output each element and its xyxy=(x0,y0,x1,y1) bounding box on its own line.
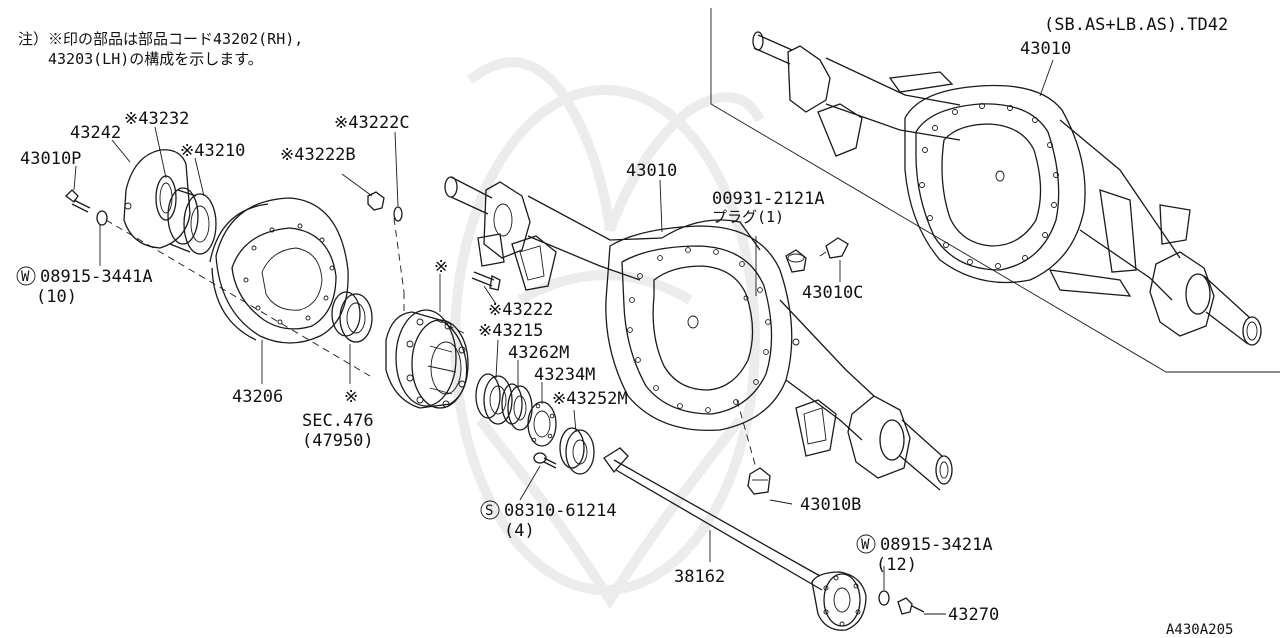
label-43010: 43010 xyxy=(626,161,677,181)
hub-bolt-43222 xyxy=(471,271,501,291)
label-38162: 38162 xyxy=(674,567,725,587)
washer-08915-3441A xyxy=(96,210,108,226)
label-qty-10: (10) xyxy=(36,287,77,307)
bolt-43270 xyxy=(897,597,925,615)
label-43010B: 43010B xyxy=(800,495,861,515)
washer-symbol-w2: W xyxy=(861,537,870,553)
label-47950: (47950) xyxy=(302,431,374,451)
axle-housing xyxy=(444,176,953,491)
label-43206: 43206 xyxy=(232,387,283,407)
label-43270: 43270 xyxy=(948,605,999,625)
label-43010C: 43010C xyxy=(802,283,863,303)
label-08310-61214-group: S 08310-61214 (4) xyxy=(480,500,617,541)
note-line-2: 43203(LH)の構成を示します。 xyxy=(48,50,263,68)
note-line-1: 注）※印の部品は部品コード43202(RH), xyxy=(18,30,303,48)
wheel-hub xyxy=(385,309,469,409)
label-43262M: 43262M xyxy=(508,343,569,363)
inset-frame xyxy=(710,8,1280,373)
axle-shaft-38162 xyxy=(603,447,867,631)
plug-43010C xyxy=(819,237,849,259)
watermark-emblem xyxy=(450,57,765,610)
hub-cap-43242 xyxy=(123,149,191,249)
bearing-43215 xyxy=(475,373,513,425)
label-43215: ※43215 xyxy=(478,321,543,341)
plug-43010B xyxy=(747,467,771,495)
label-43010-inset: 43010 xyxy=(1020,39,1071,59)
note-text: 注）※印の部品は部品コード43202(RH), 43203(LH)の構成を示しま… xyxy=(18,30,303,68)
label-43252M: ※43252M xyxy=(552,389,628,409)
label-sec-mark: ※ xyxy=(344,387,358,407)
diagram-code: A430A205 xyxy=(1166,622,1233,638)
bearing-47950 xyxy=(331,291,373,343)
label-08915-3421A: 08915-3421A xyxy=(880,535,993,555)
label-43234M: 43234M xyxy=(534,365,595,385)
label-sec-476: SEC.476 xyxy=(302,411,374,431)
label-qty-12: (12) xyxy=(876,555,917,575)
label-43222C: ※43222C xyxy=(334,113,410,133)
screw-symbol-s: S xyxy=(485,503,493,519)
label-43210: ※43210 xyxy=(180,141,245,161)
label-43232: ※43232 xyxy=(124,109,189,129)
brake-drum-43206 xyxy=(209,197,349,344)
screw-08310-61214 xyxy=(533,452,557,469)
washer-symbol-w: W xyxy=(21,269,30,285)
label-00931-2121A: 00931-2121A xyxy=(712,189,825,209)
leader-lines xyxy=(73,59,1054,615)
label-08915-3421A-group: W 08915-3421A (12) xyxy=(856,534,993,575)
washer-08915-3421A xyxy=(878,590,890,606)
label-43222: ※43222 xyxy=(488,300,553,320)
label-43222B: ※43222B xyxy=(280,145,356,165)
bearing-43210 xyxy=(167,187,217,255)
seal-43232 xyxy=(155,175,177,221)
washer-43222C xyxy=(393,206,403,222)
label-qty-4: (4) xyxy=(504,521,535,541)
assembly-dash-lines xyxy=(105,217,467,377)
label-08310-61214: 08310-61214 xyxy=(504,501,617,521)
label-43242: 43242 xyxy=(70,123,121,143)
bolt-43010P xyxy=(65,189,91,213)
label-plug: プラグ(1) xyxy=(712,208,784,226)
variant-label: (SB.AS+LB.AS).TD42 xyxy=(1044,15,1228,35)
nut-43222B xyxy=(367,191,385,211)
label-08915-3441A-group: W 08915-3441A (10) xyxy=(16,266,153,307)
label-hub-mark: ※ xyxy=(434,257,448,277)
axle-housing-td42 xyxy=(752,31,1262,346)
plug-00931-2121A xyxy=(785,249,807,273)
bearing-43252M xyxy=(559,427,595,475)
label-43010P: 43010P xyxy=(20,149,81,169)
label-08915-3441A: 08915-3441A xyxy=(40,267,153,287)
